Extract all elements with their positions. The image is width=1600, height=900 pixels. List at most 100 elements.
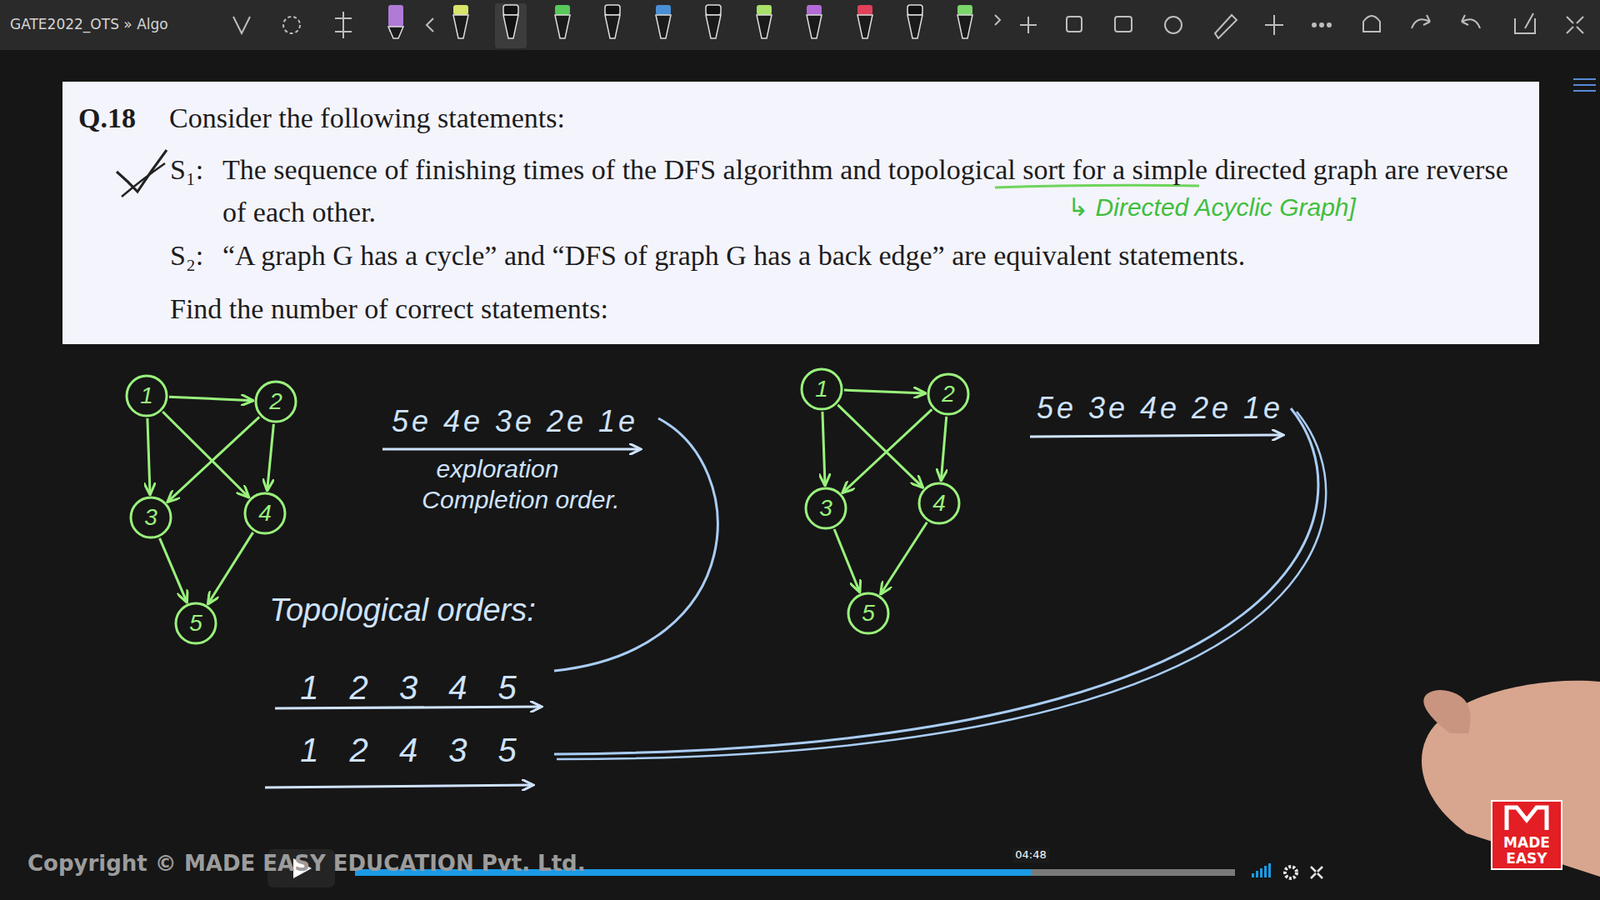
graph-vertex: 1: [125, 374, 169, 418]
tool-icon: [1327, 23, 1331, 27]
pen-tip: [907, 15, 923, 39]
vertex-outline: [848, 593, 889, 634]
graph-edge: [267, 424, 275, 491]
pen-icon: [857, 5, 873, 39]
pen-tip: [453, 15, 469, 39]
direction-arrow: [382, 448, 641, 451]
pen-icon: [453, 5, 469, 39]
pen-tip: [655, 15, 671, 39]
tool-icon: [426, 18, 434, 32]
pen-icon: [605, 5, 620, 39]
graph-vertex: 3: [804, 486, 848, 530]
pen-cap: [705, 5, 721, 15]
pen-tip: [756, 15, 772, 39]
vertex-number: 3: [144, 505, 158, 530]
copyright-notice: Copyright © MADE EASY EDUCATION Pvt. Ltd…: [27, 850, 586, 877]
heading-note: Topological orders:: [269, 591, 536, 630]
question-number: Q.18: [78, 96, 136, 140]
vertex-outline: [801, 369, 842, 410]
question-panel-ground: [62, 81, 1540, 345]
direction-arrow: [1030, 435, 1284, 437]
vertex-outline: [126, 375, 167, 416]
tool-icon: [283, 16, 300, 34]
pen-icon: [756, 5, 772, 39]
vertex-number: 4: [932, 491, 946, 515]
signal-bar: [1260, 868, 1263, 878]
tool-icon: [1215, 15, 1237, 39]
vertex-number: 1: [140, 384, 154, 408]
pen-icon: [705, 5, 721, 39]
vertex-number: 5: [189, 611, 203, 635]
pen-tip: [806, 15, 822, 39]
tool-icon: [1115, 16, 1132, 32]
graph-edge: [844, 390, 926, 394]
pen-cap: [503, 5, 519, 15]
check-mark: [116, 150, 167, 192]
pen-tip: [857, 15, 873, 39]
pen-icon: [957, 5, 973, 39]
graph-edge: [207, 532, 253, 605]
tool-icon: [335, 11, 352, 39]
tool-icon: [1312, 23, 1316, 27]
graph-edge: [837, 405, 923, 488]
pen-cap: [555, 5, 570, 15]
graph-edge: [169, 396, 254, 401]
pen-tip: [503, 15, 519, 39]
settings-icon: [1285, 866, 1297, 879]
pen-cap: [957, 5, 973, 15]
graph-vertex: 5: [174, 601, 218, 645]
annotation-note: exploration: [436, 454, 560, 485]
pen-cap: [453, 5, 469, 15]
vertex-number: 2: [269, 390, 283, 414]
direction-arrow: [265, 785, 534, 788]
vertex-number: 4: [258, 501, 272, 525]
graph-vertex: 4: [917, 481, 961, 525]
signal-icon: [1251, 863, 1271, 878]
graph-edge: [147, 418, 150, 495]
pen-icon: [555, 5, 570, 39]
underline-mark: [995, 185, 1200, 188]
pen-cap: [655, 5, 671, 15]
pen-icon: [806, 5, 822, 39]
pen-palette: [388, 5, 973, 39]
vertex-outline: [805, 488, 846, 529]
tool-icon: [1020, 16, 1037, 34]
tool-icon: [1461, 15, 1480, 29]
graph-vertex: 2: [926, 372, 970, 416]
pen-icon: [388, 5, 404, 39]
graph-edge: [880, 522, 928, 595]
presenter-hand: [1423, 690, 1470, 734]
direction-arrow: [275, 706, 542, 709]
vertex-outline: [919, 483, 960, 524]
graph-vertex: 3: [129, 495, 173, 540]
question-prompt: Find the number of correct statements:: [170, 287, 609, 330]
order-sequence: 1 2 3 4 5: [300, 667, 517, 708]
pen-icon: [655, 5, 671, 39]
mapping-curve: [556, 411, 1326, 760]
statement-text: “A graph G has a cycle” and “DFS of grap…: [222, 234, 1523, 277]
graph-vertex: 5: [846, 591, 890, 635]
pen-tip: [388, 26, 404, 39]
graph-edge: [160, 538, 188, 603]
statement-tag: S₂:: [170, 234, 204, 277]
vertex-outline: [245, 493, 285, 534]
pen-icon: [907, 5, 923, 39]
menu-icon: [1573, 79, 1596, 91]
vertex-outline: [130, 497, 171, 538]
graph-edge: [940, 416, 946, 481]
vertex-number: 3: [819, 496, 833, 520]
pen-cap: [806, 5, 822, 15]
tool-icon: [1165, 16, 1182, 34]
pen-tip: [555, 15, 570, 39]
logo-symbol: [1506, 807, 1547, 830]
presenter-hand: [1421, 680, 1600, 877]
signal-bar: [1264, 865, 1267, 878]
pen-icon: [503, 5, 519, 39]
vertex-outline: [928, 374, 969, 415]
tool-icon: [1411, 15, 1430, 29]
graph-vertex: 4: [243, 491, 287, 535]
tool-icon: [1320, 23, 1324, 27]
signal-bar: [1255, 870, 1259, 878]
